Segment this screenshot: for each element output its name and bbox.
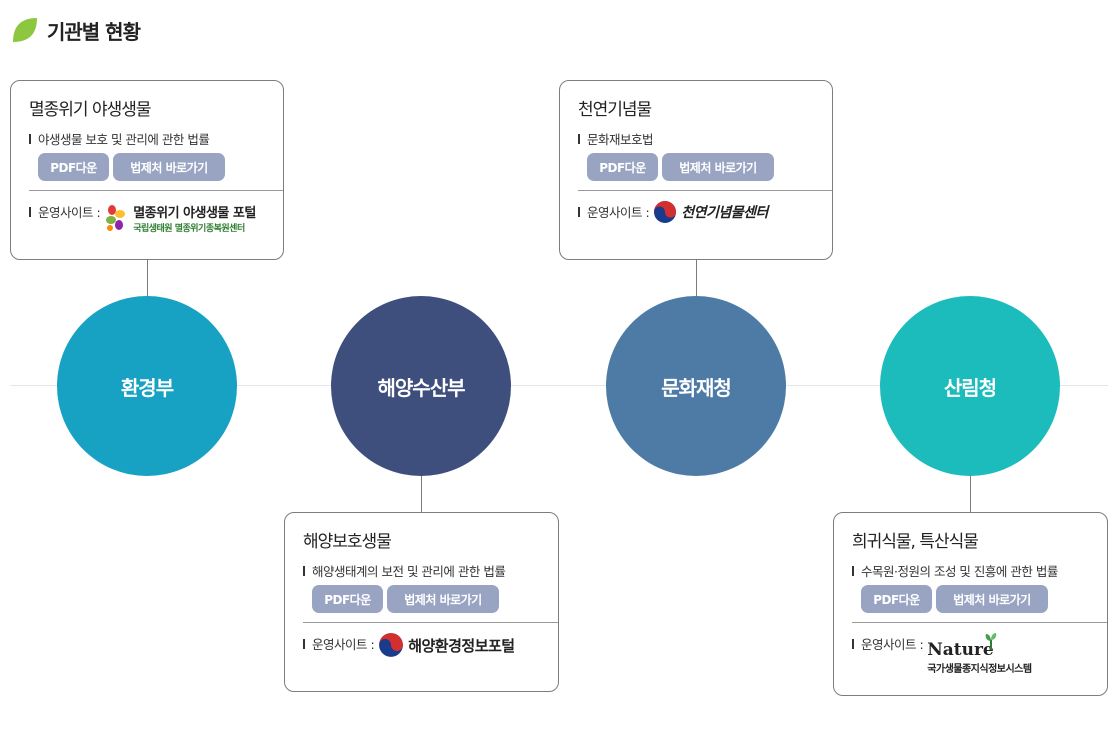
law-text: 수목원·정원의 조성 및 진흥에 관한 법률 — [861, 564, 1058, 579]
card-endangered: 멸종위기 야생생물 야생생물 보호 및 관리에 관한 법률 PDF다운 법제처 … — [10, 80, 284, 260]
agency-circle-env[interactable]: 환경부 — [57, 296, 237, 476]
law-name: 해양생태계의 보전 및 관리에 관한 법률 — [303, 561, 506, 580]
agency-circle-ocean[interactable]: 해양수산부 — [331, 296, 511, 476]
logo-main-text: 해양환경정보포털 — [408, 636, 515, 655]
law-name: 수목원·정원의 조성 및 진흥에 관한 법률 — [852, 561, 1058, 580]
operating-site: 운영사이트 : Nature 국가생물종지식정보시스템 — [852, 632, 1032, 675]
card-marine: 해양보호생물 해양생태계의 보전 및 관리에 관한 법률 PDF다운 법제처 바… — [284, 512, 559, 692]
connector-env — [147, 259, 148, 297]
law-text: 야생생물 보호 및 관리에 관한 법률 — [38, 132, 210, 147]
nature-portal-logo-link[interactable]: Nature 국가생물종지식정보시스템 — [927, 632, 1032, 675]
bullet-tick — [303, 638, 305, 649]
monument-center-logo-link[interactable]: 천연기념물센터 — [653, 200, 768, 224]
law-site-button[interactable]: 법제처 바로가기 — [113, 153, 225, 181]
law-site-button[interactable]: 법제처 바로가기 — [387, 585, 499, 613]
pdf-download-button[interactable]: PDF다운 — [312, 585, 383, 613]
law-text: 문화재보호법 — [587, 132, 654, 147]
card-monument: 천연기념물 문화재보호법 PDF다운 법제처 바로가기 운영사이트 : 천연기념… — [559, 80, 833, 260]
bullet-tick — [852, 565, 854, 576]
marine-portal-logo-link[interactable]: 해양환경정보포털 — [378, 632, 515, 658]
timeline-axis — [10, 385, 1108, 386]
agency-name-heritage: 문화재청 — [661, 375, 732, 400]
divider — [303, 622, 558, 623]
pdf-download-button[interactable]: PDF다운 — [861, 585, 932, 613]
site-label-text: 운영사이트 : — [312, 637, 375, 652]
taegeuk-icon — [379, 633, 404, 657]
pdf-download-button[interactable]: PDF다운 — [38, 153, 109, 181]
logo-sub-text: 국가생물종지식정보시스템 — [927, 664, 1032, 675]
law-name: 문화재보호법 — [578, 129, 654, 148]
pdf-download-button[interactable]: PDF다운 — [587, 153, 658, 181]
card-title: 멸종위기 야생생물 — [29, 100, 152, 120]
site-label: 운영사이트 : — [303, 634, 375, 653]
logo-main-text: 멸종위기 야생생물 포털 — [133, 206, 256, 221]
law-text: 해양생태계의 보전 및 관리에 관한 법률 — [312, 564, 506, 579]
operating-site: 운영사이트 : 멸종위기 야생생물 포털 국립생태원 멸종위기종복원센터 — [29, 202, 256, 234]
agency-name-forest: 산림청 — [943, 375, 997, 400]
page-title: 기관별 현황 — [47, 19, 141, 44]
sprout-icon — [985, 633, 996, 650]
divider — [852, 622, 1107, 623]
logo-main-text: 천연기념물센터 — [681, 205, 768, 221]
bullet-tick — [852, 638, 854, 649]
bullet-tick — [303, 565, 305, 576]
connector-forest — [970, 475, 971, 513]
logo-main-text: Nature — [927, 640, 994, 660]
agency-circle-heritage[interactable]: 문화재청 — [606, 296, 786, 476]
card-title: 천연기념물 — [578, 100, 652, 120]
section-heading: 기관별 현황 — [11, 14, 141, 46]
site-label-text: 운영사이트 : — [38, 205, 101, 220]
law-name: 야생생물 보호 및 관리에 관한 법률 — [29, 129, 210, 148]
logo-sub-text: 국립생태원 멸종위기종복원센터 — [133, 224, 245, 234]
bullet-tick — [578, 206, 580, 217]
colorful-leaves-icon — [106, 205, 126, 231]
bullet-tick — [578, 133, 580, 144]
site-label: 운영사이트 : — [852, 634, 924, 653]
law-site-button[interactable]: 법제처 바로가기 — [936, 585, 1048, 613]
bullet-tick — [29, 206, 31, 217]
connector-heritage — [696, 259, 697, 297]
operating-site: 운영사이트 : 천연기념물센터 — [578, 200, 768, 224]
agency-name-ocean: 해양수산부 — [377, 375, 466, 400]
law-site-button[interactable]: 법제처 바로가기 — [662, 153, 774, 181]
agency-circle-forest[interactable]: 산림청 — [880, 296, 1060, 476]
agency-name-env: 환경부 — [120, 375, 174, 400]
site-label: 운영사이트 : — [29, 202, 101, 221]
connector-ocean — [421, 475, 422, 513]
site-label-text: 운영사이트 : — [587, 205, 650, 220]
card-plants: 희귀식물, 특산식물 수목원·정원의 조성 및 진흥에 관한 법률 PDF다운 … — [833, 512, 1108, 696]
site-label: 운영사이트 : — [578, 202, 650, 221]
taegeuk-icon — [654, 201, 677, 223]
operating-site: 운영사이트 : 해양환경정보포털 — [303, 632, 515, 658]
endangered-portal-logo-link[interactable]: 멸종위기 야생생물 포털 국립생태원 멸종위기종복원센터 — [104, 202, 256, 234]
site-label-text: 운영사이트 : — [861, 637, 924, 652]
divider — [578, 190, 832, 191]
divider — [29, 190, 283, 191]
card-title: 희귀식물, 특산식물 — [852, 532, 979, 552]
card-title: 해양보호생물 — [303, 532, 392, 552]
leaf-icon — [13, 18, 37, 42]
bullet-tick — [29, 133, 31, 144]
